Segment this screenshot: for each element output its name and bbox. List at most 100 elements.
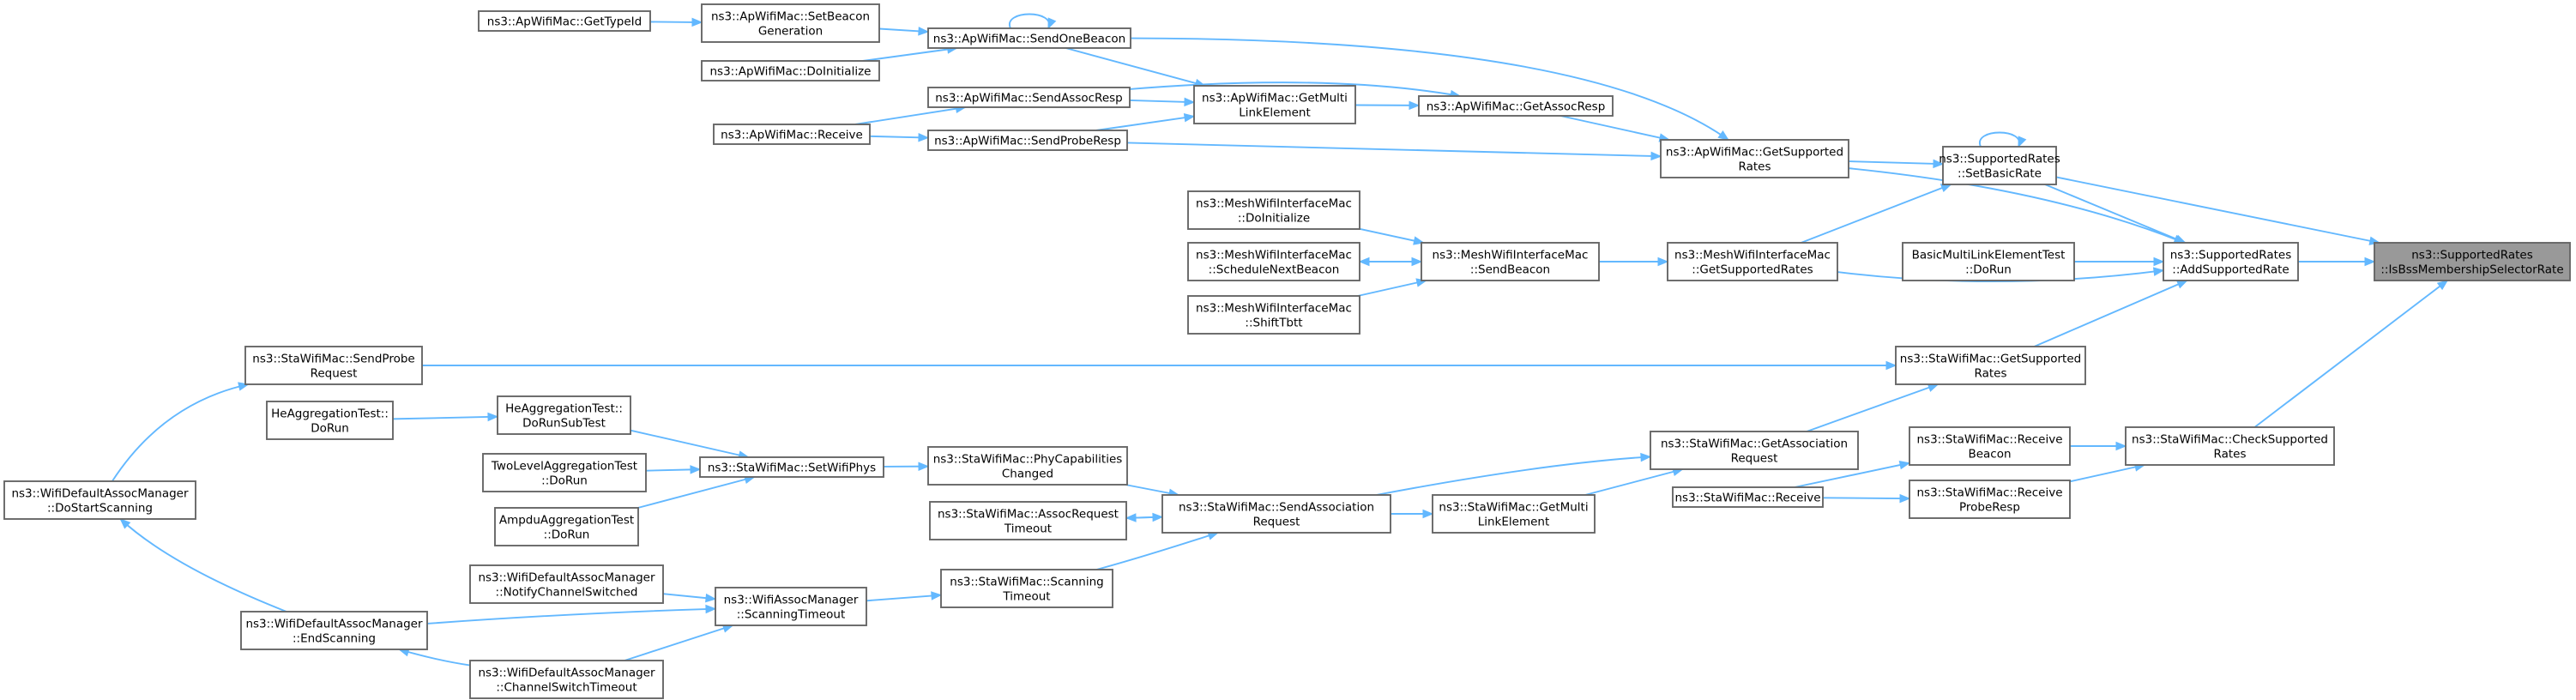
graph-node-apdoinit[interactable]: ns3::ApWifiMac::DoInitialize [701, 60, 880, 81]
graph-node-scantimeout[interactable]: ns3::StaWifiMac::ScanningTimeout [940, 569, 1113, 608]
edge-sendassocreq-to-getassocreq [1376, 452, 1652, 496]
node-box [940, 569, 1113, 608]
edge-addsup-to-isbss [2298, 256, 2376, 267]
node-label-line: ns3::ApWifiMac::DoInitialize [710, 65, 872, 79]
edge-path [1559, 115, 1670, 141]
graph-node-isbss[interactable]: ns3::SupportedRates::IsBssMembershipSele… [2374, 242, 2571, 281]
edge-arrowhead [1125, 513, 1137, 522]
edge-arrowhead [119, 518, 131, 529]
node-label-line: ns3::StaWifiMac::SetWifiPhys [708, 462, 876, 475]
node-box [266, 401, 394, 440]
graph-node-sendproberesp[interactable]: ns3::ApWifiMac::SendProbeResp [927, 130, 1128, 151]
graph-node-addsup[interactable]: ns3::SupportedRates::AddSupportedRate [2163, 242, 2299, 281]
graph-node-assocmgrscan[interactable]: ns3::WifiAssocManager::ScanningTimeout [715, 587, 867, 626]
node-label-line: ::AddSupportedRate [2172, 263, 2289, 277]
edge-arrowhead [2018, 136, 2027, 148]
edge-path [1009, 13, 1050, 29]
graph-node-meshgetsup[interactable]: ns3::MeshWifiInterfaceMac::GetSupportedR… [1667, 242, 1838, 281]
graph-node-endscan[interactable]: ns3::WifiDefaultAssocManager::EndScannin… [240, 611, 428, 650]
node-label-line: ns3::StaWifiMac::Scanning [950, 576, 1103, 589]
edge-path [1584, 468, 1683, 496]
graph-node-apreceive[interactable]: ns3::ApWifiMac::Receive [713, 124, 871, 145]
node-box [482, 453, 647, 492]
edge-stagetmulti-to-getassocreq [1584, 467, 1684, 496]
node-label-line: Changed [1002, 468, 1053, 481]
edge-arrowhead [931, 591, 943, 600]
graph-node-heaggrun[interactable]: HeAggregationTest::DoRun [266, 401, 394, 440]
graph-node-heaggsub[interactable]: HeAggregationTest::DoRunSubTest [497, 395, 631, 435]
edge-endscan-to-dostartscan [119, 518, 287, 612]
graph-node-dostartscan[interactable]: ns3::WifiDefaultAssocManager::DoStartSca… [3, 480, 196, 520]
graph-node-setbasic[interactable]: ns3::SupportedRates::SetBasicRate [1939, 146, 2060, 185]
node-label-line: ns3::ApWifiMac::SendAssocResp [935, 92, 1123, 106]
node-box [1187, 242, 1360, 281]
graph-node-ampdu[interactable]: AmpduAggregationTest::DoRun [494, 507, 639, 546]
node-label-line: ns3::ApWifiMac::SetBeacon [711, 10, 870, 24]
edge-path [2055, 176, 2380, 244]
edge-path [1848, 160, 1944, 166]
node-box [3, 480, 196, 520]
edge-arrowhead [1657, 256, 1669, 267]
edge-getassocresp-to-apgetsup [1559, 115, 1671, 142]
edge-twolevel-to-setwifiphys [645, 465, 702, 474]
node-label-line: ns3::WifiDefaultAssocManager [11, 487, 189, 501]
node-label-line: ns3::StaWifiMac::GetSupported [1900, 353, 2081, 366]
edge-arrowhead [2115, 441, 2127, 451]
node-label-line: DoRunSubTest [522, 417, 606, 431]
node-label-line: ::GetSupportedRates [1692, 263, 1813, 277]
edge-meshdoinit-to-meshsendbeacon [1359, 227, 1425, 245]
node-box [497, 395, 631, 435]
graph-node-chswitchto[interactable]: ns3::WifiDefaultAssocManager::ChannelSwi… [469, 660, 664, 699]
graph-node-meshshift[interactable]: ns3::MeshWifiInterfaceMac::ShiftTbtt [1187, 295, 1360, 335]
graph-node-apgetsup[interactable]: ns3::ApWifiMac::GetSupportedRates [1660, 139, 1849, 178]
graph-node-stareceive[interactable]: ns3::StaWifiMac::Receive [1672, 486, 1824, 508]
graph-node-notifych[interactable]: ns3::WifiDefaultAssocManager::NotifyChan… [469, 564, 664, 604]
edge-path [2044, 184, 2186, 244]
graph-node-stagetsup[interactable]: ns3::StaWifiMac::GetSupportedRates [1895, 346, 2086, 385]
node-box [927, 87, 1131, 108]
edge-path [1801, 184, 1952, 244]
graph-node-twolevel[interactable]: TwoLevelAggregationTest::DoRun [482, 453, 647, 492]
node-box [701, 3, 880, 43]
node-label-line: BasicMultiLinkElementTest [1912, 249, 2066, 262]
node-box [1187, 295, 1360, 335]
graph-node-sendonebeacon[interactable]: ns3::ApWifiMac::SendOneBeacon [927, 27, 1131, 49]
edge-path [854, 106, 966, 125]
edge-arrowhead [1422, 509, 1434, 519]
node-label-line: ns3::StaWifiMac::CheckSupported [2132, 433, 2328, 447]
node-box [1667, 242, 1838, 281]
node-label-line: ns3::StaWifiMac::GetMulti [1439, 501, 1588, 515]
edge-meshsendbeacon-to-meshsched [1358, 256, 1421, 267]
graph-node-meshsendbeacon[interactable]: ns3::MeshWifiInterfaceMac::SendBeacon [1421, 242, 1600, 281]
graph-node-meshsched[interactable]: ns3::MeshWifiInterfaceMac::ScheduleNextB… [1187, 242, 1360, 281]
edge-stasendprobe-to-stagetsup [422, 360, 1897, 371]
graph-node-setwifiphys[interactable]: ns3::StaWifiMac::SetWifiPhys [699, 456, 884, 478]
graph-node-bmle[interactable]: BasicMultiLinkElementTest::DoRun [1902, 242, 2075, 281]
node-label-line: ns3::StaWifiMac::Receive [1674, 492, 1820, 505]
edges-layer [112, 13, 2449, 667]
edge-path [1837, 269, 2164, 283]
graph-node-meshdoinit[interactable]: ns3::MeshWifiInterfaceMac::DoInitialize [1187, 190, 1360, 230]
node-box [494, 507, 639, 546]
node-label-line: ns3::MeshWifiInterfaceMac [1196, 302, 1352, 316]
edge-path [392, 415, 498, 420]
node-box [1909, 480, 2071, 519]
edge-setbasic-to-setbasic [1979, 131, 2027, 148]
graph-node-sendassocresp[interactable]: ns3::ApWifiMac::SendAssocResp [927, 87, 1131, 108]
node-box [469, 564, 664, 604]
node-label-line: ::IsBssMembershipSelectorRate [2380, 263, 2563, 277]
graph-node-apgettypeid[interactable]: ns3::ApWifiMac::GetTypeId [478, 10, 651, 32]
graph-node-getassocresp[interactable]: ns3::ApWifiMac::GetAssocResp [1418, 95, 1614, 117]
